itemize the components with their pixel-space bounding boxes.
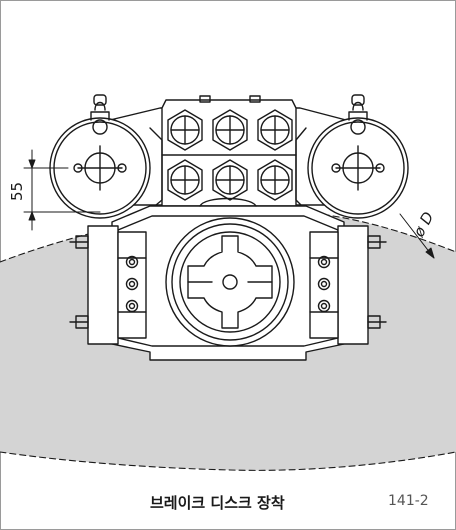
hex-bolt	[212, 109, 248, 151]
right-strut	[295, 127, 307, 211]
left-clamp	[69, 225, 147, 345]
hex-bolt	[257, 159, 293, 201]
right-clamp	[309, 225, 387, 345]
right-roller	[307, 94, 409, 219]
disc-inner-edge	[0, 451, 456, 471]
hex-bolt-block	[161, 95, 297, 207]
center-hub	[165, 217, 295, 347]
hex-bolt	[167, 159, 203, 201]
diameter-leader	[399, 213, 435, 259]
hex-bolt	[167, 109, 203, 151]
dimension-55-label: 55	[8, 182, 26, 201]
dimension-55	[23, 149, 101, 231]
figure-number: 141-2	[388, 493, 429, 509]
left-strut	[149, 127, 163, 211]
figure-caption: 브레이크 디스크 장착	[150, 494, 285, 512]
left-roller	[49, 94, 151, 219]
hex-bolt	[212, 159, 248, 201]
hex-bolt	[257, 109, 293, 151]
